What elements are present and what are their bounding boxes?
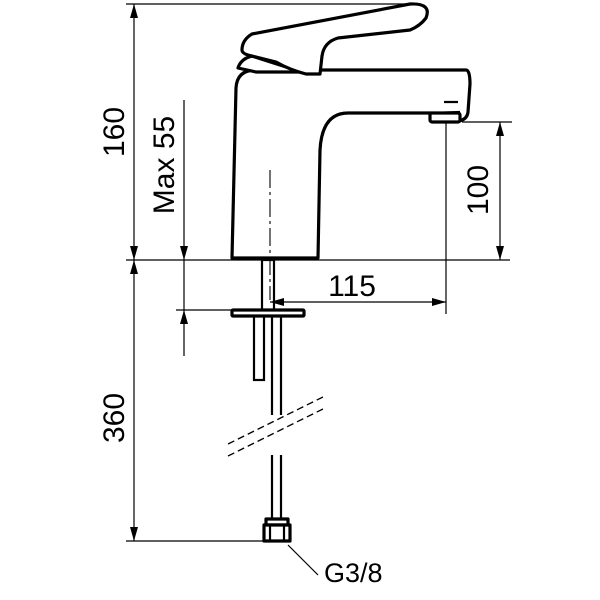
- hose-fitting: [262, 517, 292, 543]
- overall-height-label: 160: [98, 107, 131, 157]
- faucet-body: [230, 68, 472, 260]
- dimension-spout-height: [462, 121, 512, 260]
- lever-handle: [236, 2, 429, 76]
- spout-height-label: 100: [462, 165, 495, 215]
- dimension-max-height: [176, 100, 232, 356]
- dimension-hose-length: [126, 260, 264, 542]
- connection-label: G3/8: [324, 558, 383, 588]
- break-lines: [227, 395, 326, 457]
- dimension-spout-reach: [270, 122, 447, 314]
- dimension-overall-height: [126, 3, 420, 260]
- hose-length-label: 360: [98, 393, 131, 443]
- connection-leader-line: [287, 544, 319, 576]
- spout-reach-label: 115: [328, 270, 376, 303]
- max-height-label: Max 55: [148, 116, 181, 214]
- mounting-assembly: [230, 258, 306, 520]
